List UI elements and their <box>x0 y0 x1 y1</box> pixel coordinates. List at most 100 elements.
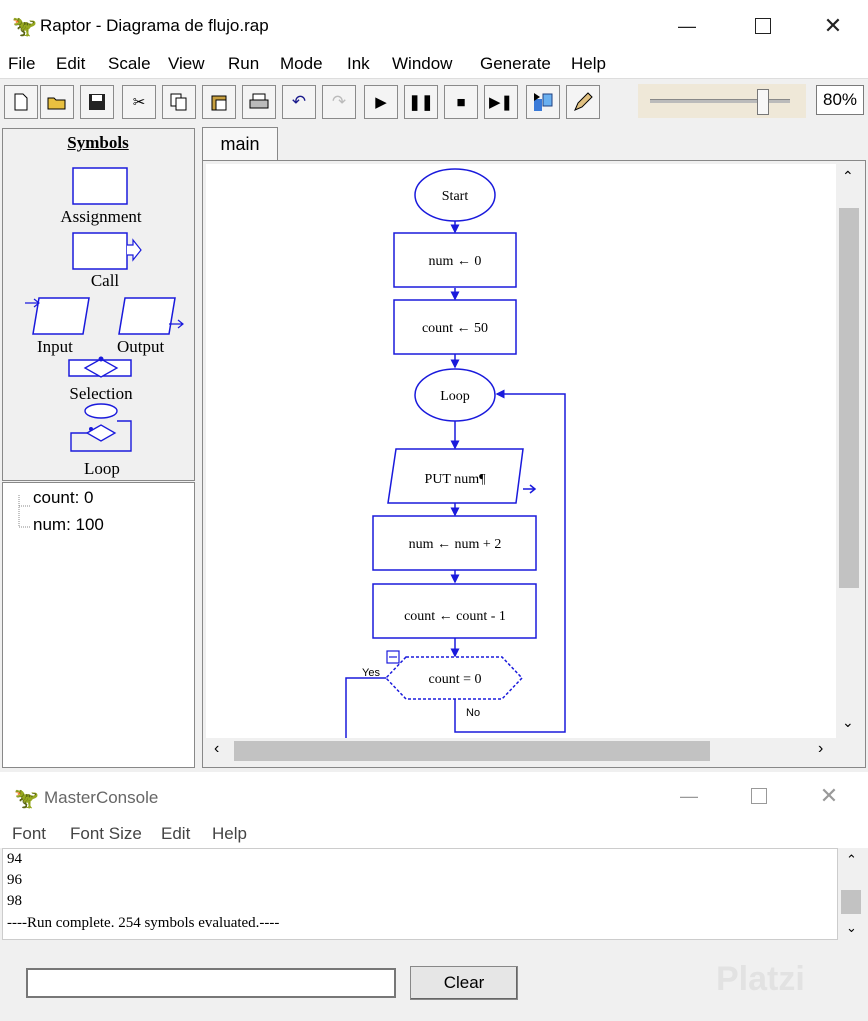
console-scrollbar[interactable]: ⌃ ⌄ <box>838 848 864 940</box>
call-label: Call <box>90 271 120 290</box>
scroll-left-icon[interactable]: ‹ <box>214 740 220 757</box>
slider-thumb[interactable] <box>757 89 769 115</box>
redo-icon: ↷ <box>331 92 347 111</box>
menu-help[interactable]: Help <box>571 54 606 73</box>
redo-button[interactable]: ↷ <box>322 85 356 119</box>
console-minimize-button[interactable]: — <box>666 774 712 818</box>
save-button[interactable] <box>80 85 114 119</box>
console-title: MasterConsole <box>44 788 159 807</box>
menu-generate[interactable]: Generate <box>480 54 551 73</box>
scroll-down-icon[interactable]: ⌄ <box>842 714 854 730</box>
decision-diamond[interactable]: count = 0 <box>384 650 524 700</box>
maximize-button[interactable] <box>740 4 786 48</box>
copy-icon <box>170 93 187 111</box>
yes-label: Yes <box>362 667 380 679</box>
variable-num[interactable]: num: 100 <box>33 515 104 534</box>
output-line: 96 <box>7 872 22 888</box>
menu-file[interactable]: File <box>8 54 36 73</box>
assign-count-box[interactable]: count ← 50 <box>393 299 517 355</box>
undo-button[interactable]: ↶ <box>282 85 316 119</box>
assign-count-decrement-text: count ← count - 1 <box>404 609 506 624</box>
menu-run[interactable]: Run <box>228 54 260 73</box>
symbols-heading: Symbols <box>67 133 129 152</box>
console-menu-help[interactable]: Help <box>212 824 247 843</box>
flowchart-area[interactable]: Start num ← 0 count ← 50 Loop PUT num¶ n… <box>206 164 836 738</box>
scroll-right-icon[interactable]: › <box>818 740 824 757</box>
assign-num-box[interactable]: num ← 0 <box>393 232 517 288</box>
output-line: 94 <box>7 851 22 867</box>
variables-panel: count: 0 num: 100 <box>2 482 195 768</box>
new-button[interactable] <box>4 85 38 119</box>
step-button[interactable]: ▶❚ <box>484 85 518 119</box>
start-terminal[interactable]: Start <box>414 168 496 222</box>
assign-count-decrement-box[interactable]: count ← count - 1 <box>372 583 537 639</box>
no-label: No <box>466 707 480 719</box>
output-line: ----Run complete. 254 symbols evaluated.… <box>7 915 280 931</box>
vertical-scrollbar[interactable]: ⌃ ⌄ <box>836 164 862 738</box>
scroll-up-icon[interactable]: ⌃ <box>846 852 857 867</box>
menu-scale[interactable]: Scale <box>108 54 151 73</box>
window-title: Raptor - Diagrama de flujo.rap <box>40 16 269 35</box>
paste-button[interactable] <box>202 85 236 119</box>
run-compiled-button[interactable] <box>526 85 560 119</box>
clear-button[interactable]: Clear <box>410 966 518 1000</box>
console-maximize-button[interactable] <box>736 774 782 818</box>
menu-ink[interactable]: Ink <box>347 54 370 73</box>
assign-num-increment-text: num ← num + 2 <box>409 537 502 552</box>
slider-track <box>650 99 790 103</box>
maximize-icon <box>755 18 771 34</box>
open-button[interactable] <box>40 85 74 119</box>
console-scroll-thumb[interactable] <box>841 890 861 914</box>
close-icon: ✕ <box>819 783 839 808</box>
console-output[interactable]: 94 96 98 ----Run complete. 254 symbols e… <box>2 848 838 940</box>
menu-view[interactable]: View <box>168 54 205 73</box>
vertical-scroll-thumb[interactable] <box>839 208 859 588</box>
symbols-panel: Symbols <box>2 128 195 481</box>
undo-icon: ↶ <box>291 92 307 111</box>
menu-window[interactable]: Window <box>392 54 453 73</box>
menu-edit[interactable]: Edit <box>56 54 86 73</box>
assignment-symbol[interactable] <box>72 167 128 205</box>
menu-mode[interactable]: Mode <box>280 54 323 73</box>
tab-main[interactable]: main <box>202 127 278 161</box>
scroll-up-icon[interactable]: ⌃ <box>842 168 854 184</box>
console-menu-edit[interactable]: Edit <box>161 824 191 843</box>
variable-count[interactable]: count: 0 <box>33 488 94 507</box>
output-box[interactable]: PUT num¶ <box>387 448 524 504</box>
console-menu-font-size[interactable]: Font Size <box>70 824 142 843</box>
input-label: Input <box>37 337 73 356</box>
stop-button[interactable]: ■ <box>444 85 478 119</box>
minimize-button[interactable]: — <box>664 4 710 48</box>
cut-button[interactable]: ✂ <box>122 85 156 119</box>
console-close-button[interactable]: ✕ <box>806 774 852 818</box>
title-bar: 🦖 Raptor - Diagrama de flujo.rap — ✕ <box>0 0 868 52</box>
toolbar: ✂ ↶ ↷ ▶ ❚❚ ■ ▶❚ 80% <box>0 82 868 122</box>
loop-terminal[interactable]: Loop <box>414 368 496 422</box>
tree-lines <box>18 495 31 528</box>
selection-symbol[interactable] <box>68 356 132 378</box>
loop-text: Loop <box>440 389 470 404</box>
pen-button[interactable] <box>566 85 600 119</box>
horizontal-scroll-thumb[interactable] <box>234 741 710 761</box>
print-button[interactable] <box>242 85 276 119</box>
call-symbol[interactable] <box>72 232 142 270</box>
console-title-bar: 🦖 MasterConsole — ✕ <box>0 772 868 822</box>
play-button[interactable]: ▶ <box>364 85 398 119</box>
console-menu-font[interactable]: Font <box>12 824 47 843</box>
loop-symbol[interactable] <box>70 403 132 452</box>
zoom-slider[interactable] <box>638 84 806 118</box>
minimize-icon: — <box>680 785 698 806</box>
copy-button[interactable] <box>162 85 196 119</box>
output-text: PUT num¶ <box>425 472 487 487</box>
console-app-icon: 🦖 <box>14 788 39 810</box>
pause-button[interactable]: ❚❚ <box>404 85 438 119</box>
horizontal-scrollbar[interactable]: ‹ › <box>206 738 836 764</box>
zoom-value: 80% <box>816 85 864 115</box>
close-button[interactable]: ✕ <box>810 4 856 48</box>
input-symbol[interactable] <box>25 297 90 335</box>
open-icon <box>47 97 66 110</box>
assign-num-increment-box[interactable]: num ← num + 2 <box>372 515 537 571</box>
scroll-down-icon[interactable]: ⌄ <box>846 920 857 935</box>
console-input-field[interactable] <box>26 968 396 998</box>
output-symbol[interactable] <box>118 297 184 335</box>
